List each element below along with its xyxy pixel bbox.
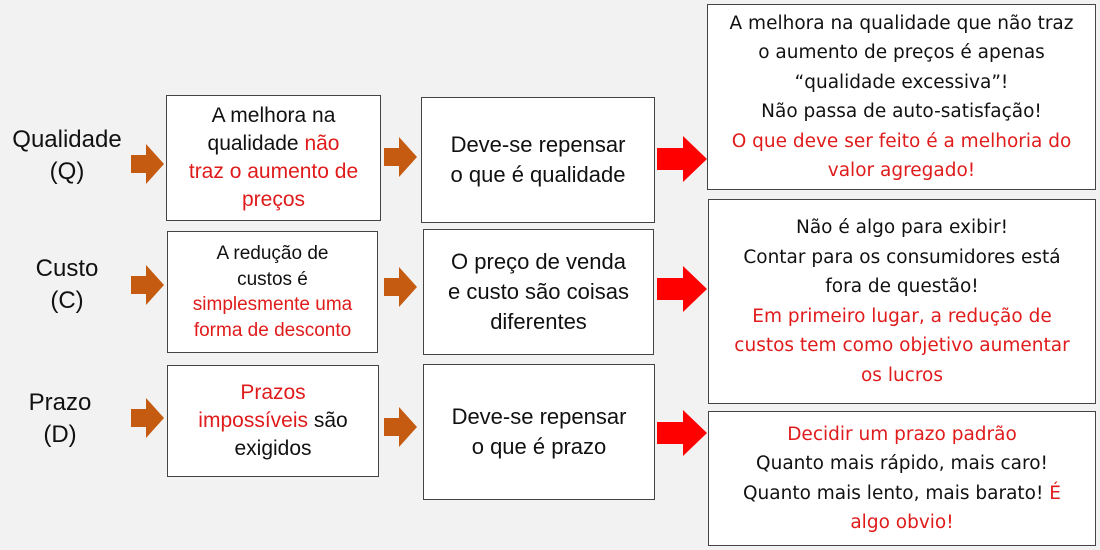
box-line: exigidos xyxy=(234,437,312,460)
box-line: fora de questão! xyxy=(825,276,979,297)
arrow-right-icon xyxy=(657,266,707,312)
box-line: A redução de xyxy=(216,243,329,264)
row-label-prazo: Prazo (D) xyxy=(0,387,120,451)
arrow-right-icon xyxy=(384,267,417,307)
box-line: qualidade não xyxy=(208,130,340,158)
row-label-line: Prazo xyxy=(28,389,92,416)
box-line: impossíveis são xyxy=(198,407,347,435)
conclusion-box-custo: Não é algo para exibir! Contar para os c… xyxy=(708,199,1096,404)
box-line-highlight: Em primeiro lugar, a redução de xyxy=(752,305,1052,327)
box-line: Deve-se repensar xyxy=(451,404,627,429)
row-label-line: Qualidade xyxy=(12,126,122,153)
arrow-right-icon xyxy=(657,410,707,456)
arrow-right-icon xyxy=(131,144,164,184)
rethink-box-custo: O preço de venda e custo são coisas dife… xyxy=(423,229,654,355)
arrow-right-icon xyxy=(131,265,164,305)
box-text: são xyxy=(308,409,348,432)
box-line-highlight: algo obvio! xyxy=(850,512,954,533)
box-line: Contar para os consumidores está xyxy=(743,246,1061,268)
box-line-highlight: Prazos xyxy=(240,381,306,404)
arrow-right-icon xyxy=(131,398,164,438)
rethink-box-qualidade: Deve-se repensar o que é qualidade xyxy=(421,97,655,223)
box-line-highlight: valor agregado! xyxy=(827,160,976,181)
box-line-highlight: forma de desconto xyxy=(193,319,352,341)
box-line: custos é xyxy=(237,268,308,290)
box-text-highlight: impossíveis xyxy=(198,409,308,432)
box-text: qualidade xyxy=(207,132,305,155)
box-line: o que é prazo xyxy=(471,434,607,459)
box-text-highlight: É xyxy=(1049,482,1061,504)
box-line: Quanto mais lento, mais barato! É xyxy=(743,479,1061,509)
box-line: O preço de venda xyxy=(451,249,626,274)
row-label-custo: Custo (C) xyxy=(0,253,134,317)
problem-box-custo: A redução de custos é simplesmente uma f… xyxy=(167,231,378,353)
row-label-line: (D) xyxy=(43,421,77,448)
box-line: o que é qualidade xyxy=(450,162,626,187)
box-line: e custo são coisas xyxy=(448,279,629,304)
box-text-highlight: não xyxy=(304,132,340,155)
box-line: o aumento de preços é apenas xyxy=(758,42,1045,63)
row-label-qualidade: Qualidade (Q) xyxy=(0,124,134,188)
arrow-right-icon xyxy=(657,136,707,182)
conclusion-box-prazo: Decidir um prazo padrão Quanto mais rápi… xyxy=(708,411,1096,546)
box-line: “qualidade excessiva”! xyxy=(794,71,1009,93)
box-line-highlight: traz o aumento de xyxy=(188,160,359,183)
box-line: Quanto mais rápido, mais caro! xyxy=(756,453,1048,474)
problem-box-qualidade: A melhora na qualidade não traz o aument… xyxy=(166,95,381,221)
box-line: A melhora na xyxy=(211,104,336,127)
box-line: Deve-se repensar xyxy=(450,132,626,157)
box-line-highlight: custos tem como objetivo aumentar xyxy=(734,335,1070,356)
box-line: A melhora na qualidade que não traz xyxy=(729,12,1074,34)
box-line-highlight: O que deve ser feito é a melhoria do xyxy=(731,130,1072,152)
box-line-highlight: os lucros xyxy=(860,364,944,386)
box-line-highlight: simplesmente uma xyxy=(192,294,353,315)
conclusion-box-qualidade: A melhora na qualidade que não traz o au… xyxy=(707,4,1096,190)
box-line: Não passa de auto-satisfação! xyxy=(761,101,1042,122)
arrow-right-icon xyxy=(384,137,417,177)
box-line: diferentes xyxy=(490,309,587,334)
rethink-box-prazo: Deve-se repensar o que é prazo xyxy=(423,364,655,500)
problem-box-prazo: Prazos impossíveis são exigidos xyxy=(167,365,379,477)
row-label-line: (Q) xyxy=(49,158,85,185)
row-label-line: Custo xyxy=(35,255,99,282)
box-line: Não é algo para exibir! xyxy=(795,217,1008,238)
box-line-highlight: preços xyxy=(241,188,306,211)
row-label-line: (C) xyxy=(50,287,84,314)
box-text: Quanto mais lento, mais barato! xyxy=(742,482,1050,504)
arrow-right-icon xyxy=(384,407,417,447)
box-line-highlight: Decidir um prazo padrão xyxy=(787,423,1017,445)
